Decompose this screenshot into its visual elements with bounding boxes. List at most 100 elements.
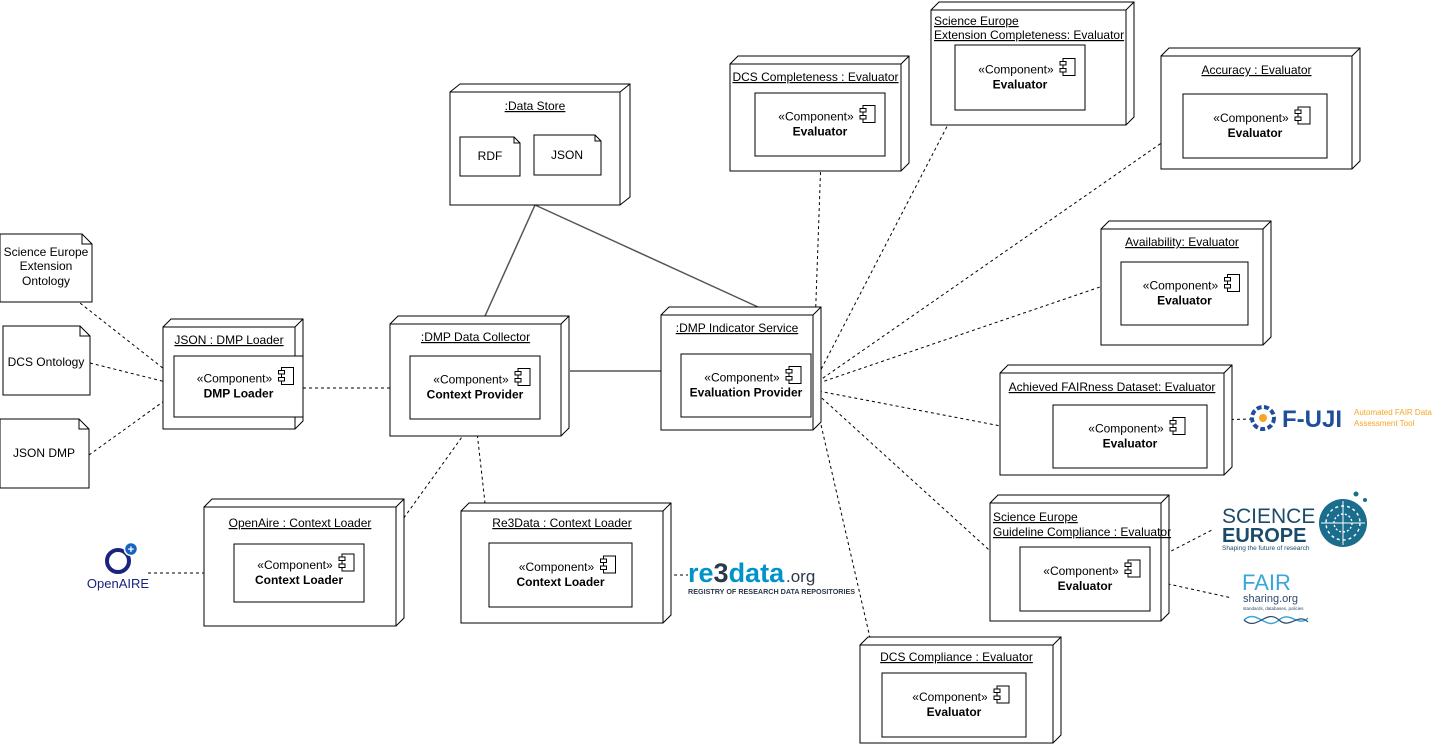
fuji-gear-icon <box>1250 405 1276 431</box>
node-dcs-completeness-component-label: Evaluator <box>793 125 848 139</box>
nodes-layer: JSON : DMP Loader «Component»DMP Loader :D… <box>162 1 1361 744</box>
openaire-logo: + OpenAIRE <box>87 541 149 591</box>
node-re3data-loader: Re3Data : Context Loader «Component»Conte… <box>460 502 672 624</box>
openaire-plus-circle <box>123 541 139 557</box>
fairsharing-logo: FAIR sharing.org standards, databases, p… <box>1242 570 1309 625</box>
node-accuracy-component-label: Evaluator <box>1228 126 1283 140</box>
fuji-logo-subtitle-1: Automated FAIR Data <box>1354 408 1432 417</box>
node-accuracy-component-icon <box>1294 106 1311 125</box>
node-collector-stereotype: «Component» <box>433 373 509 387</box>
node-dcs-compliance-component: «Component»Evaluator <box>881 672 1027 738</box>
node-collector-component-icon <box>514 368 531 386</box>
node-availability-title: Availability: Evaluator <box>1125 235 1239 249</box>
node-json-loader-title: JSON : DMP Loader <box>174 333 283 347</box>
node-dcs-completeness: DCS Completeness : Evaluator «Component»E… <box>729 55 910 172</box>
science-europe-line-1: SCIENCE <box>1222 505 1315 528</box>
node-se-ext-stereotype: «Component» <box>978 63 1054 77</box>
fuji-gear-center <box>1259 414 1267 422</box>
node-availability-component: «Component»Evaluator <box>1120 261 1249 326</box>
node-se-guideline-component-label: Evaluator <box>1058 579 1113 593</box>
node-availability-component-label: Evaluator <box>1157 294 1212 308</box>
node-indicator: :DMP Indicator Service «Component»Evaluat… <box>660 306 822 431</box>
node-json-loader-component-icon <box>278 367 294 385</box>
node-dcs-compliance-component-label: Evaluator <box>927 705 982 719</box>
node-collector-title: :DMP Data Collector <box>421 330 530 344</box>
openaire-plus-icon: + <box>128 544 134 556</box>
node-accuracy: Accuracy : Evaluator «Component»Evaluator <box>1160 47 1361 170</box>
node-collector-component: «Component»Context Provider <box>409 355 541 420</box>
connector-indicator-fairness <box>812 389 1054 437</box>
fuji-logo-text: F-UJI <box>1282 406 1342 433</box>
note-json-dmp: JSON DMP <box>0 418 90 489</box>
openaire-ring <box>105 548 131 574</box>
node-dcs-compliance-component-icon <box>993 685 1010 704</box>
node-se-guideline-title-line-2: Guideline Compliance : Evaluator <box>993 525 1171 539</box>
node-se-ext-component-icon <box>1059 58 1076 76</box>
node-openaire-loader-component-icon <box>338 553 355 572</box>
node-accuracy-component: «Component»Evaluator <box>1182 93 1328 159</box>
node-fairness-stereotype: «Component» <box>1088 422 1164 436</box>
node-se-ext-component: «Component»Evaluator <box>954 44 1086 111</box>
node-accuracy-title: Accuracy : Evaluator <box>1201 63 1311 77</box>
re3data-logo: re3data .org REGISTRY OF RESEARCH DATA R… <box>688 558 855 596</box>
node-data-store: :Data Store RDF JSON <box>449 83 631 206</box>
connector-indicator-availability <box>812 286 1101 386</box>
node-dcs-compliance-stereotype: «Component» <box>912 690 988 704</box>
node-availability-stereotype: «Component» <box>1143 279 1219 293</box>
node-json-loader: JSON : DMP Loader «Component»DMP Loader <box>162 318 304 430</box>
science-europe-line-2: EUROPE <box>1222 525 1306 547</box>
node-openaire-loader: OpenAire : Context Loader «Component»Cont… <box>203 498 405 627</box>
node-se-guideline-stereotype: «Component» <box>1043 564 1119 578</box>
node-se-guideline-component: «Component»Evaluator <box>1019 546 1151 612</box>
node-dcs-completeness-title: DCS Completeness : Evaluator <box>732 70 898 84</box>
note-se-ontology: Science Europe Extension Ontology <box>0 233 93 303</box>
node-indicator-title: :DMP Indicator Service <box>676 321 799 335</box>
fairsharing-line-2: sharing.org <box>1243 593 1298 605</box>
node-collector: :DMP Data Collector «Component»Context Pr… <box>389 315 570 437</box>
node-re3data-loader-title: Re3Data : Context Loader <box>492 516 631 530</box>
node-fairness-component-icon <box>1169 417 1186 435</box>
node-openaire-loader-component-label: Context Loader <box>255 573 343 587</box>
node-re3data-loader-component-label: Context Loader <box>516 575 604 589</box>
artifact-rdf: RDF <box>459 136 521 177</box>
note-dcs-ontology-label: DCS Ontology <box>8 355 85 369</box>
artifact-json: JSON <box>533 134 602 176</box>
node-fairness: Achieved FAIRness Dataset: Evaluator «Com… <box>999 364 1233 476</box>
note-json-dmp-label: JSON DMP <box>13 446 75 460</box>
node-fairness-title: Achieved FAIRness Dataset: Evaluator <box>1009 380 1216 394</box>
node-openaire-loader-title: OpenAire : Context Loader <box>229 516 372 530</box>
node-indicator-component: «Component»Evaluation Provider <box>680 353 812 418</box>
node-collector-component-label: Context Provider <box>427 388 524 402</box>
note-dcs-ontology: DCS Ontology <box>2 325 91 396</box>
connector-store-collector <box>484 204 536 317</box>
artifact-json-label: JSON <box>551 148 583 162</box>
node-re3data-loader-component: «Component»Context Loader <box>488 542 633 608</box>
node-re3data-loader-component-icon <box>600 555 616 574</box>
fairsharing-wave-icon-2 <box>1243 616 1309 624</box>
node-accuracy-stereotype: «Component» <box>1213 111 1289 125</box>
node-openaire-loader-stereotype: «Component» <box>257 558 333 572</box>
connector-indicator-se-guideline <box>812 389 1021 579</box>
openaire-logo-text: OpenAIRE <box>87 576 149 591</box>
re3data-logo-suffix: .org <box>786 567 815 586</box>
node-dcs-compliance-title: DCS Compliance : Evaluator <box>880 650 1033 664</box>
node-se-ext-title-line-2: Extension Completeness: Evaluator <box>934 28 1124 42</box>
re3data-logo-main: re3data <box>688 558 785 588</box>
node-se-guideline: Science Europe Guideline Compliance : Ev… <box>989 494 1171 622</box>
node-indicator-component-label: Evaluation Provider <box>690 386 803 400</box>
node-json-loader-component: «Component»DMP Loader <box>173 355 304 418</box>
node-fairness-component-label: Evaluator <box>1103 437 1158 451</box>
node-se-guideline-component-icon <box>1124 559 1141 578</box>
node-dcs-completeness-stereotype: «Component» <box>778 110 854 124</box>
node-se-ext-title-line-1: Science Europe <box>934 14 1019 28</box>
node-dcs-completeness-component-icon <box>859 105 876 123</box>
node-openaire-loader-component: «Component»Context Loader <box>233 543 365 603</box>
re3data-logo-subtitle: REGISTRY OF RESEARCH DATA REPOSITORIES <box>688 587 855 596</box>
note-se-ontology-line-3: Ontology <box>22 274 70 288</box>
connector-store-indicator <box>534 204 759 308</box>
artifact-rdf-label: RDF <box>478 149 503 163</box>
node-dcs-compliance: DCS Compliance : Evaluator «Component»Eva… <box>859 636 1062 744</box>
node-availability-component-icon <box>1224 274 1240 292</box>
fuji-logo: F-UJI Automated FAIR Data Assessment Too… <box>1250 405 1432 433</box>
node-indicator-stereotype: «Component» <box>704 371 780 385</box>
